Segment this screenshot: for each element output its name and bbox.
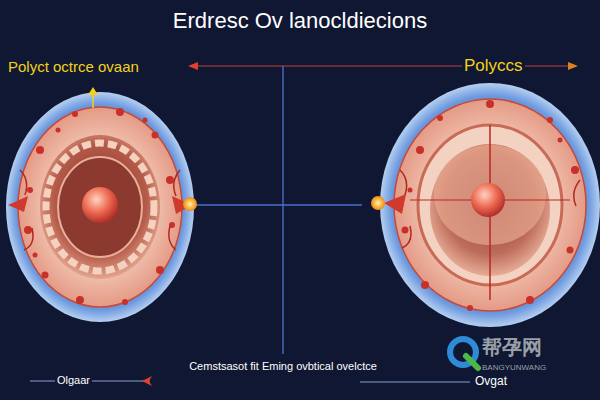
illustration-part <box>394 99 586 311</box>
illustration-part <box>571 166 579 174</box>
illustration-part <box>18 107 182 307</box>
illustration-part <box>486 100 494 108</box>
illustration-part <box>88 87 98 95</box>
illustration-part <box>152 132 159 139</box>
illustration-part <box>282 66 283 354</box>
illustration-part <box>143 118 148 123</box>
illustration-part <box>558 138 563 143</box>
organ-label: Polyct octrce ovaan <box>8 58 139 75</box>
illustration-part <box>116 108 124 116</box>
illustration-part <box>416 146 424 154</box>
illustration-part <box>6 92 194 322</box>
watermark-text: 帮孕网 <box>482 336 542 359</box>
illustration-part <box>24 226 32 234</box>
illustration-part <box>58 157 142 257</box>
illustration-part <box>190 204 362 205</box>
illustration-part <box>526 296 534 304</box>
illustration-part <box>72 111 78 117</box>
guide-lines <box>30 62 578 386</box>
illustration-part <box>437 115 443 121</box>
illustration-part <box>82 187 118 223</box>
left-ovary <box>6 92 194 322</box>
illustration-part <box>466 356 478 368</box>
watermark-text: BANGYUNWANG <box>482 363 546 372</box>
illustration-part <box>371 196 385 210</box>
illustration-part <box>467 305 473 311</box>
illustration-part <box>402 100 580 311</box>
illustration-part <box>471 183 505 217</box>
part-label: Ovgat <box>473 375 509 389</box>
illustration-part <box>40 135 160 279</box>
diagram-title: Erdresc Ov lanocldiecions <box>0 8 600 33</box>
organ-label: Polyccs <box>462 56 525 76</box>
illustration-part <box>76 296 84 304</box>
illustration-part <box>36 146 44 154</box>
illustration-part <box>188 62 198 70</box>
right-ovary <box>380 83 600 327</box>
illustration-part <box>122 299 128 305</box>
illustration-part <box>360 382 470 383</box>
illustration-part <box>46 143 154 271</box>
illustration-part <box>547 117 553 123</box>
illustration-part <box>56 128 61 133</box>
illustration-part <box>384 194 406 214</box>
illustration-part <box>408 188 413 193</box>
illustration-part <box>380 83 600 327</box>
illustration-part <box>402 227 409 234</box>
illustration-part <box>33 253 38 258</box>
illustration-part <box>567 247 574 254</box>
watermark-logo <box>450 339 478 368</box>
illustration-part <box>27 187 33 193</box>
illustration-part <box>166 176 174 184</box>
illustration-part <box>24 108 175 305</box>
caption-note: Cemstsasot fit Eming ovbtical ovelctce <box>189 360 377 373</box>
illustration-part <box>421 281 429 289</box>
illustration-part <box>142 376 152 386</box>
illustration-part <box>183 197 197 211</box>
illustration-part <box>42 272 49 279</box>
part-label: Olgaar <box>55 374 92 387</box>
illustration-part <box>568 62 578 70</box>
illustration-part <box>156 266 164 274</box>
